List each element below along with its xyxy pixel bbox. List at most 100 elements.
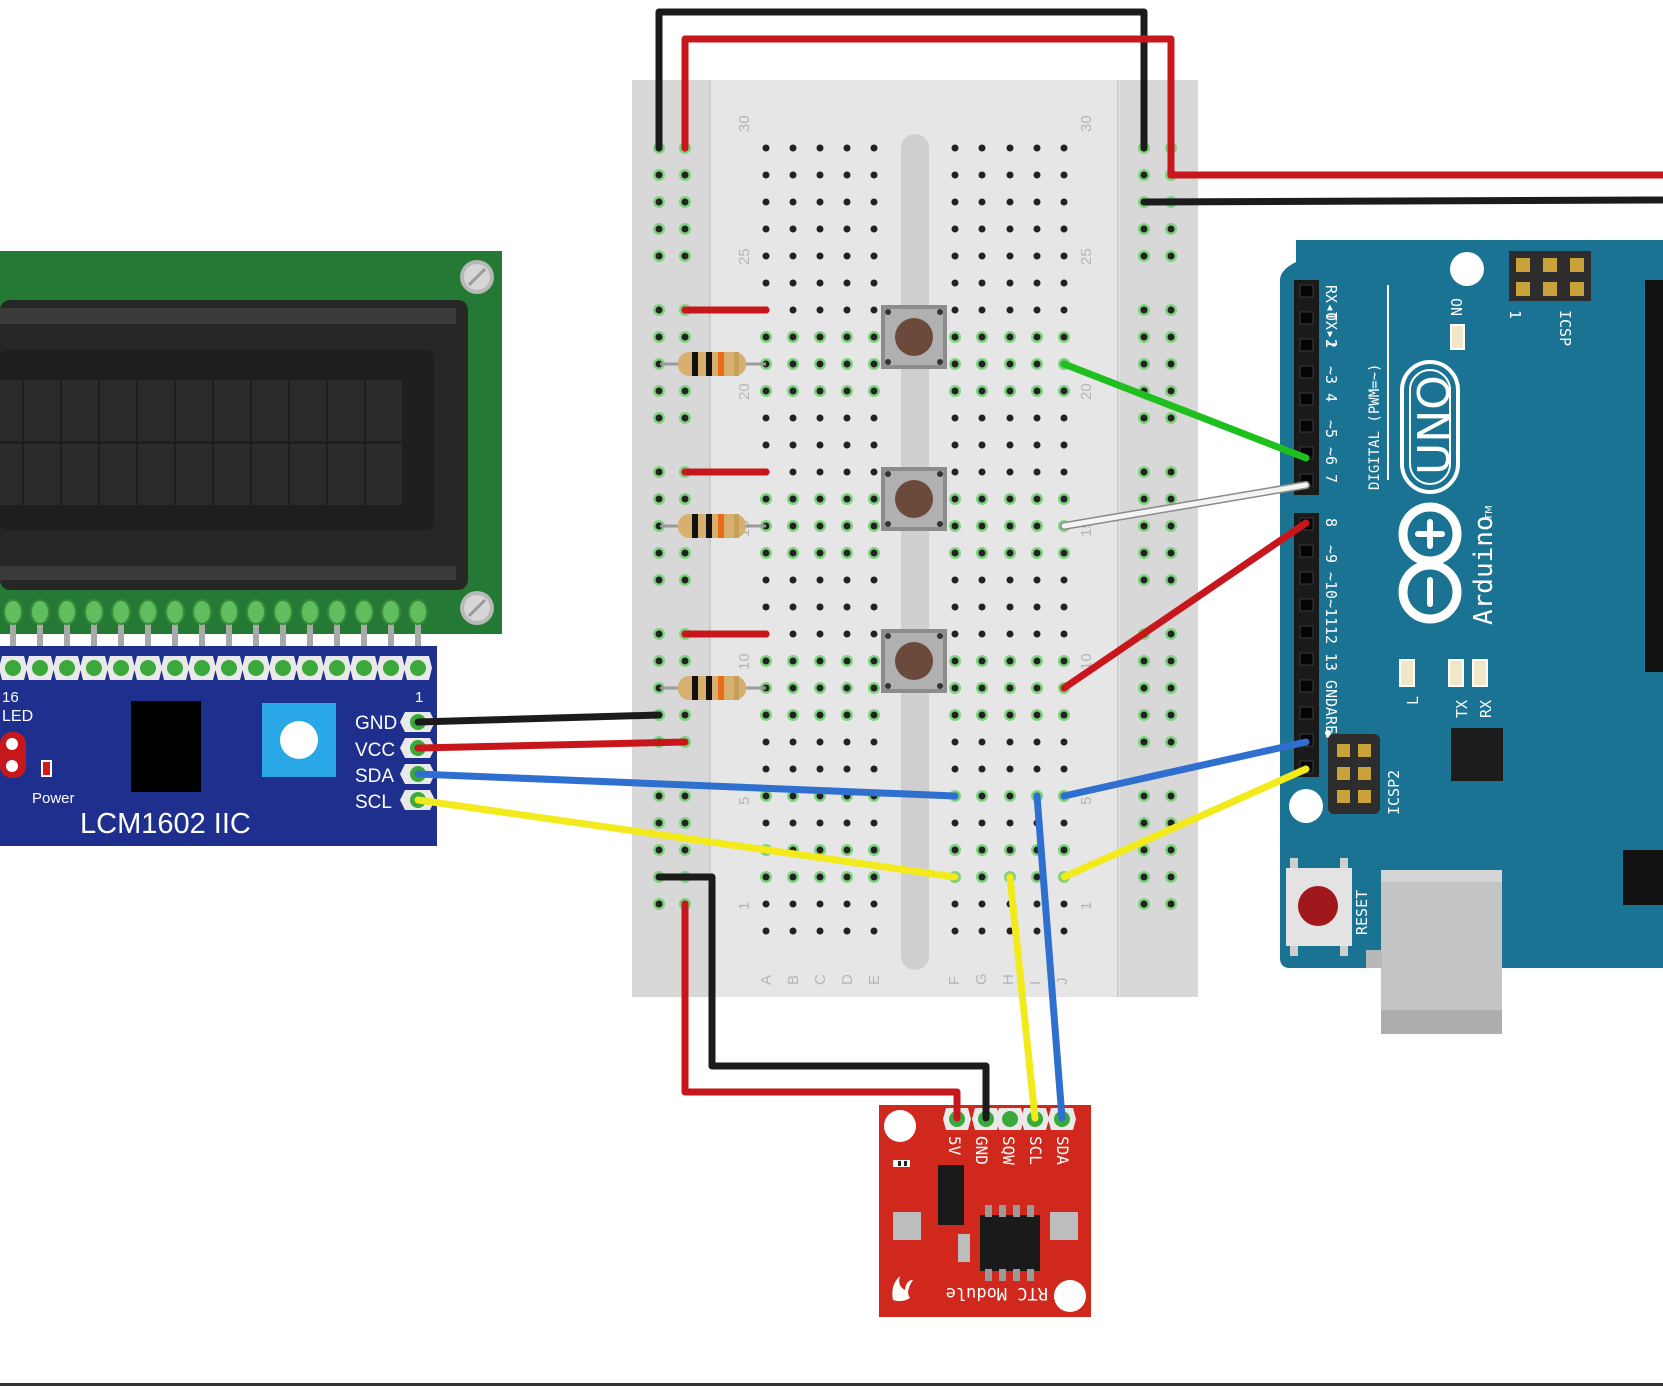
rtc-pin-label-sda: SDA [1053, 1136, 1072, 1165]
breadboard-hole [762, 819, 770, 827]
row-letter-c: C [812, 974, 829, 985]
rail-hole [655, 333, 663, 341]
breadboard-hole [951, 171, 959, 179]
lcd-cell [290, 444, 326, 505]
breadboard-hole [951, 225, 959, 233]
sparkfun-logo-icon [892, 1276, 913, 1302]
breadboard-hole [816, 819, 824, 827]
push-buttons [881, 305, 947, 693]
breadboard-hole [762, 576, 770, 584]
breadboard-hole [1006, 846, 1014, 854]
rail-hole [655, 576, 663, 584]
pin-label-d11: ~11 [1322, 599, 1340, 626]
col-number-5: 5 [736, 797, 753, 805]
lcd-header-pad [30, 599, 50, 625]
breadboard-hole [951, 549, 959, 557]
rail-hole [1167, 414, 1175, 422]
push-button-1[interactable] [881, 305, 947, 369]
rail-hole [681, 711, 689, 719]
rail-hole [681, 387, 689, 395]
row-letters-right: F G H I J [946, 973, 1071, 985]
wire-rtc-5v [681, 900, 961, 1122]
breadboard-hole [951, 306, 959, 314]
breadboard-hole [978, 198, 986, 206]
rail-hole [1140, 711, 1148, 719]
breadboard-hole [951, 279, 959, 287]
breadboard-hole [1006, 441, 1014, 449]
reset-button[interactable] [1286, 858, 1352, 956]
push-button-2[interactable] [881, 467, 947, 531]
breadboard-hole [843, 900, 851, 908]
breadboard-hole [951, 819, 959, 827]
board-leds [1399, 659, 1488, 687]
lcd-cell [24, 380, 60, 441]
lcd-header-pin [118, 606, 124, 666]
lcd-mount-hole-bottom [460, 591, 494, 625]
lcd-header-pin [10, 606, 16, 666]
contrast-potentiometer[interactable] [262, 703, 336, 777]
breadboard-hole [762, 441, 770, 449]
breadboard-hole [762, 927, 770, 935]
breadboard-hole [816, 792, 824, 800]
rtc-pin-label-sqw: SQW [999, 1136, 1018, 1165]
breadboard-hole [1060, 603, 1068, 611]
breadboard-hole [978, 846, 986, 854]
breadboard-hole [870, 333, 878, 341]
breadboard-hole [1060, 279, 1068, 287]
breadboard-hole [843, 738, 851, 746]
breadboard-hole [843, 468, 851, 476]
breadboard-hole [1033, 549, 1041, 557]
breadboard-hole [816, 765, 824, 773]
led-jumper[interactable] [0, 732, 26, 778]
breadboard-hole [789, 765, 797, 773]
rail-hole [1167, 738, 1175, 746]
rail-hole [1167, 684, 1175, 692]
breadboard-hole [1033, 252, 1041, 260]
rail-hole [681, 333, 689, 341]
jumper-wires-short [681, 306, 770, 638]
breadboard-hole [843, 846, 851, 854]
i2c-pin [86, 660, 102, 676]
rtc-mount-hole-1 [884, 1110, 916, 1142]
breadboard-hole [789, 279, 797, 287]
breadboard-hole [843, 171, 851, 179]
lcd-cell [138, 380, 174, 441]
breadboard-hole [762, 657, 770, 665]
header-socket [1299, 365, 1314, 379]
breadboard-hole [1006, 711, 1014, 719]
lcd-header-pin [37, 606, 43, 666]
breadboard-hole [870, 657, 878, 665]
lcd-cell [252, 444, 288, 505]
lcd-header-pin [172, 606, 178, 666]
i2c-pin [221, 660, 237, 676]
lcd-header-pad [327, 599, 347, 625]
breadboard-hole [978, 927, 986, 935]
rail-hole [1140, 522, 1148, 530]
breadboard-hole [978, 630, 986, 638]
breadboard-hole [789, 549, 797, 557]
breadboard-hole [951, 360, 959, 368]
led-l [1399, 659, 1415, 687]
breadboard-hole [789, 738, 797, 746]
push-button-3[interactable] [881, 629, 947, 693]
lcd-header-pad [246, 599, 266, 625]
lcd-cell [366, 444, 402, 505]
breadboard-hole [843, 252, 851, 260]
wire-button3-d8 [1060, 519, 1310, 692]
rail-hole [1140, 468, 1148, 476]
breadboard-hole [978, 738, 986, 746]
breadboard-hole [870, 846, 878, 854]
pin-label-d3: ~3 [1322, 366, 1340, 384]
breadboard-hole [816, 198, 824, 206]
breadboard-hole [789, 657, 797, 665]
rail-hole [681, 792, 689, 800]
breadboard-hole [1060, 576, 1068, 584]
breadboard-hole [789, 792, 797, 800]
breadboard-hole [1033, 738, 1041, 746]
breadboard-hole [789, 144, 797, 152]
breadboard-hole [1006, 198, 1014, 206]
breadboard-hole [816, 873, 824, 881]
breadboard-hole [816, 846, 824, 854]
lcd-header-pin [307, 606, 313, 666]
breadboard-hole [1060, 333, 1068, 341]
